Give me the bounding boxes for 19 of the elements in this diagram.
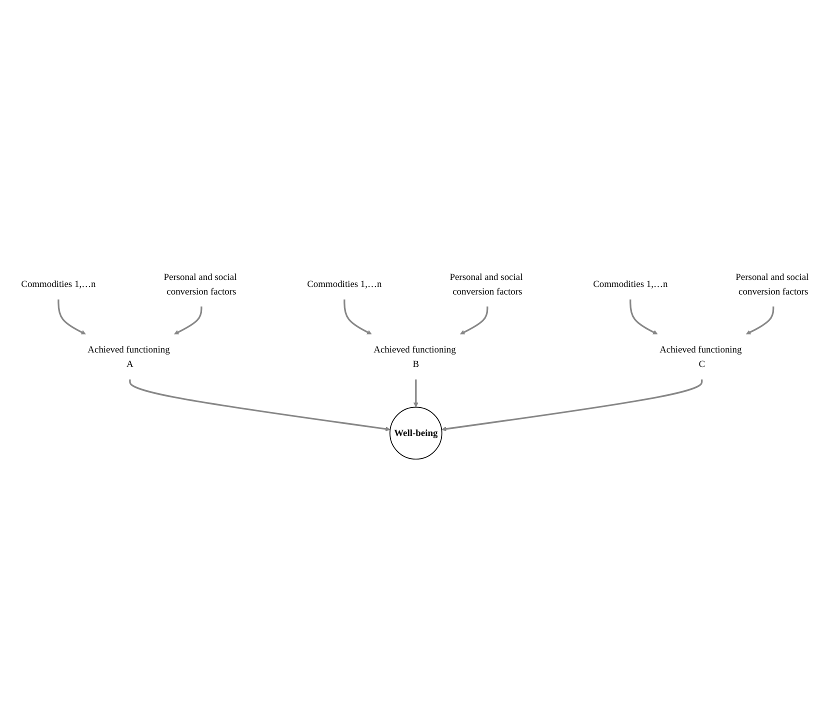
arrow: [441, 379, 703, 432]
arrow: [630, 299, 658, 334]
node-text: Achieved functioning A: [88, 344, 170, 369]
arrow: [58, 299, 86, 334]
node-text: Personal and social conversion factors: [736, 271, 809, 296]
node-text: Personal and social conversion factors: [450, 271, 523, 296]
node-text: Commodities 1,…n: [307, 278, 382, 289]
arrow: [129, 379, 390, 432]
node-text: Commodities 1,…n: [21, 278, 96, 289]
arrow: [413, 379, 418, 408]
node-text: Personal and social conversion factors: [164, 271, 237, 296]
node-text: Achieved functioning B: [374, 344, 456, 369]
arrow: [344, 299, 372, 334]
node-text: Achieved functioning C: [660, 344, 742, 369]
arrow: [746, 306, 774, 334]
node-circle: Well-being: [390, 406, 442, 460]
node-text: Commodities 1,…n: [593, 278, 668, 289]
arrow: [460, 306, 488, 334]
arrow: [174, 306, 202, 334]
